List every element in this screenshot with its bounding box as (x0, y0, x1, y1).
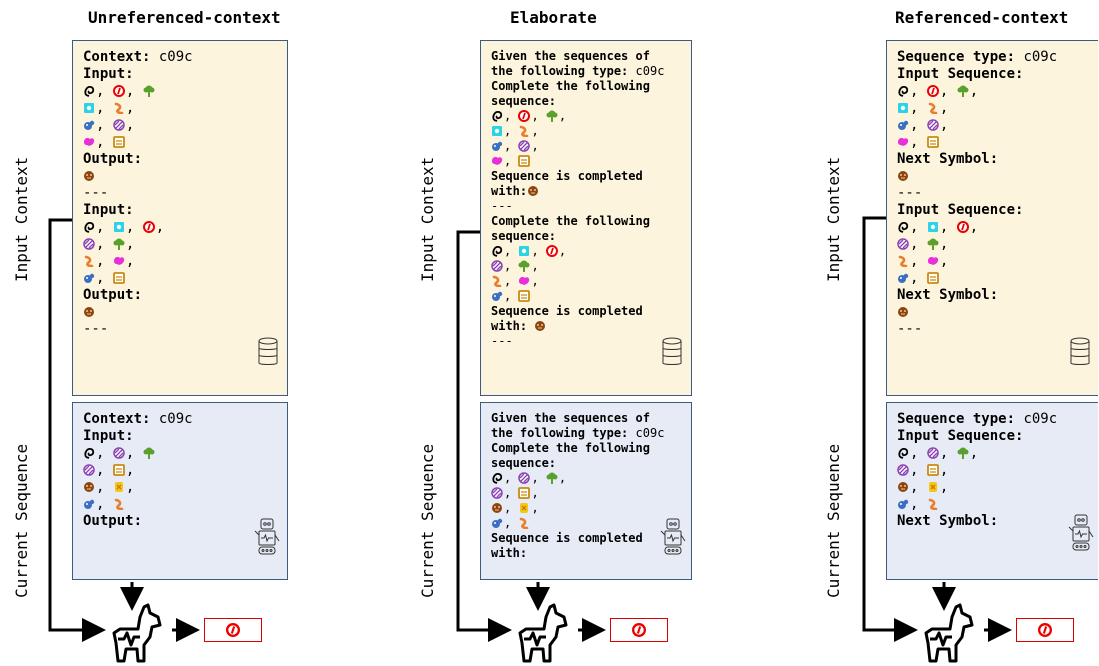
context-box-unreferenced: Context: c09c Input: , , , , , , , Outpu… (72, 40, 288, 396)
separator: --- (491, 334, 513, 348)
elaborate-done-1b: with: (491, 184, 528, 198)
elaborate-cur-done-a: Sequence is completed (491, 531, 643, 545)
elaborate-type-value: c09c (635, 64, 665, 78)
separator: --- (491, 199, 513, 213)
separator: --- (897, 185, 923, 201)
llama-icon (112, 603, 162, 663)
current-box-referenced: Sequence type: c09c Input Sequence: , , … (886, 402, 1098, 580)
context-head-label: Sequence type: (897, 49, 1016, 65)
tree-symbol (143, 85, 155, 97)
elaborate-cur-type-label: the following type: (491, 426, 629, 440)
column-title-elaborate: Elaborate (510, 8, 597, 27)
elaborate-again-2: sequence: (491, 229, 557, 243)
prediction-output (610, 618, 668, 642)
database-icon (662, 337, 682, 365)
current-head-value: c09c (158, 411, 193, 427)
example1-output-label: Next Symbol: (897, 151, 999, 167)
cyan-square-symbol (84, 103, 94, 113)
column-title-referenced: Referenced-context (895, 8, 1069, 27)
context-head-label: Context: (83, 49, 151, 65)
elaborate-done-1a: Sequence is completed (491, 169, 643, 183)
elaborate-intro-4: sequence: (491, 94, 557, 108)
elaborate-type-label: the following type: (491, 64, 629, 78)
llama-icon (518, 603, 568, 663)
brown-face-symbol (83, 170, 95, 182)
current-output-label: Next Symbol: (897, 513, 999, 529)
current-input-label: Input: (83, 428, 134, 444)
example2-output-label: Next Symbol: (897, 287, 999, 303)
gold-box-symbol (112, 136, 125, 148)
example2-input-label: Input Sequence: (897, 202, 1024, 218)
example1-symbols: , , (83, 83, 277, 100)
example1-input-label: Input Sequence: (897, 66, 1024, 82)
purple-circle-symbol (113, 119, 125, 131)
robot-icon (1068, 514, 1094, 551)
current-input-label: Input Sequence: (897, 428, 1024, 444)
red-circle-symbol (226, 623, 240, 637)
elaborate-intro-1: Given the sequences of (491, 49, 650, 63)
elaborate-again-1: Complete the following (491, 214, 650, 228)
current-head-value: c09c (1023, 411, 1058, 427)
current-head-label: Context: (83, 411, 151, 427)
blue-blob-symbol (84, 120, 95, 130)
elaborate-intro-3: Complete the following (491, 79, 650, 93)
pink-blob-symbol (84, 138, 95, 146)
gold-tile-symbol (114, 481, 124, 493)
current-head-label: Sequence type: (897, 411, 1016, 427)
example2-input-label: Input: (83, 202, 134, 218)
elaborate-done-2a: Sequence is completed (491, 304, 643, 318)
example1-input-label: Input: (83, 66, 134, 82)
current-box-elaborate: Given the sequences of the following typ… (480, 402, 692, 580)
column-title-unreferenced: Unreferenced-context (88, 8, 281, 27)
elaborate-cur-intro-4: sequence: (491, 456, 557, 470)
prediction-output (1016, 618, 1074, 642)
context-head-value: c09c (158, 49, 193, 65)
example2-output-label: Output: (83, 287, 143, 303)
red-circle-symbol (112, 85, 125, 97)
separator: --- (897, 321, 923, 337)
database-icon (1070, 337, 1090, 365)
elaborate-cur-intro-3: Complete the following (491, 441, 650, 455)
robot-icon (660, 518, 686, 555)
separator: --- (83, 185, 109, 201)
separator: --- (83, 321, 109, 337)
context-box-elaborate: Given the sequences of the following typ… (480, 40, 692, 396)
worm-symbol (114, 102, 124, 114)
robot-icon (254, 518, 280, 555)
elaborate-cur-done-b: with: (491, 546, 528, 560)
context-box-referenced: Sequence type: c09c Input Sequence: , , … (886, 40, 1098, 396)
context-head-value: c09c (1023, 49, 1058, 65)
llama-icon (924, 603, 974, 663)
red-circle-symbol (1038, 623, 1052, 637)
elaborate-cur-intro-1: Given the sequences of (491, 411, 650, 425)
swirl-symbol (84, 85, 95, 97)
elaborate-cur-type-value: c09c (635, 426, 665, 440)
current-output-label: Output: (83, 513, 143, 529)
prediction-output (204, 618, 262, 642)
example1-output-label: Output: (83, 151, 143, 167)
current-box-unreferenced: Context: c09c Input: , , , , , , , Outpu… (72, 402, 288, 580)
database-icon (258, 337, 278, 365)
red-circle-symbol (632, 623, 646, 637)
elaborate-done-2b: with: (491, 319, 528, 333)
